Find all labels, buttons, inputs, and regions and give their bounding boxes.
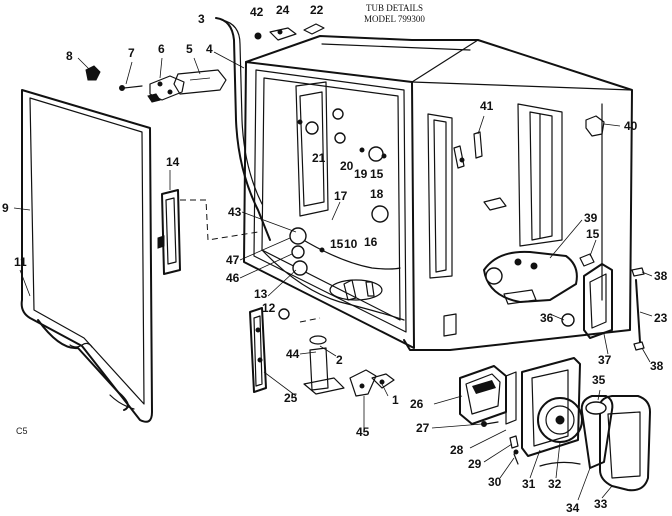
callout-18: 18: [370, 187, 384, 201]
callout-15-middle: 15: [330, 237, 344, 251]
page-code: C5: [16, 426, 28, 436]
callout-47: 47: [226, 253, 240, 267]
tub-body: [243, 35, 633, 351]
callout-34: 34: [566, 501, 580, 515]
callout-39: 39: [584, 211, 598, 225]
callout-13: 13: [254, 287, 268, 301]
tub-internal-hardware: [289, 108, 389, 301]
latch-bracket-assembly: [249, 307, 395, 397]
callout-20: 20: [340, 159, 354, 173]
inlet-valve-assembly: [459, 357, 651, 492]
callout-4: 4: [206, 42, 213, 56]
callout-27: 27: [416, 421, 430, 435]
callout-24: 24: [276, 3, 290, 17]
callout-37: 37: [598, 353, 612, 367]
callout-25: 25: [284, 391, 298, 405]
callout-21: 21: [312, 151, 326, 165]
side-bracket: [453, 131, 507, 211]
callout-15-right: 15: [586, 227, 600, 241]
callout-42: 42: [250, 5, 264, 19]
callout-2: 2: [336, 353, 343, 367]
callout-3: 3: [198, 12, 205, 26]
callout-38-upper: 38: [654, 269, 668, 283]
door-latch: [157, 189, 259, 275]
diagram-title: TUB DETAILS: [366, 3, 423, 13]
callout-9: 9: [2, 201, 9, 215]
callout-14: 14: [166, 155, 180, 169]
callout-11: 11: [14, 255, 27, 269]
side-clip: [585, 115, 605, 137]
callout-29: 29: [468, 457, 482, 471]
callout-10: 10: [344, 237, 358, 251]
callout-15-upper: 15: [370, 167, 384, 181]
callout-32: 32: [548, 477, 562, 491]
callout-1: 1: [392, 393, 399, 407]
fill-tube: [215, 17, 271, 241]
hinge-assembly: [119, 69, 227, 103]
callout-7: 7: [128, 46, 135, 60]
callout-17: 17: [334, 189, 348, 203]
callout-35: 35: [592, 373, 606, 387]
callout-8: 8: [66, 49, 73, 63]
callout-26: 26: [410, 397, 424, 411]
callout-33: 33: [594, 497, 608, 511]
callout-22: 22: [310, 3, 324, 17]
callout-16: 16: [364, 235, 378, 249]
drain-pump-assembly: [483, 250, 578, 327]
callout-labels: 1 2 3 4 5 6 7 8 9 10 11 12 13 14 15 15 1…: [2, 3, 668, 515]
callout-45: 45: [356, 425, 370, 439]
callout-5: 5: [186, 42, 193, 56]
side-cover-and-rod: [579, 253, 645, 351]
callout-23: 23: [654, 311, 668, 325]
callout-41: 41: [480, 99, 494, 113]
callout-38-lower: 38: [650, 359, 664, 373]
callout-30: 30: [488, 475, 502, 489]
callout-40: 40: [624, 119, 638, 133]
callout-31: 31: [522, 477, 536, 491]
callout-19: 19: [354, 167, 368, 181]
top-hardware: [254, 23, 325, 41]
callout-46: 46: [226, 271, 240, 285]
callout-36: 36: [540, 311, 554, 325]
leader-lines: [13, 51, 653, 501]
model-number: MODEL 799300: [364, 14, 425, 24]
callout-44: 44: [286, 347, 300, 361]
callout-12: 12: [262, 301, 276, 315]
door-gasket-frame: [20, 89, 153, 423]
callout-43: 43: [228, 205, 242, 219]
callout-28: 28: [450, 443, 464, 457]
callout-6: 6: [158, 42, 165, 56]
